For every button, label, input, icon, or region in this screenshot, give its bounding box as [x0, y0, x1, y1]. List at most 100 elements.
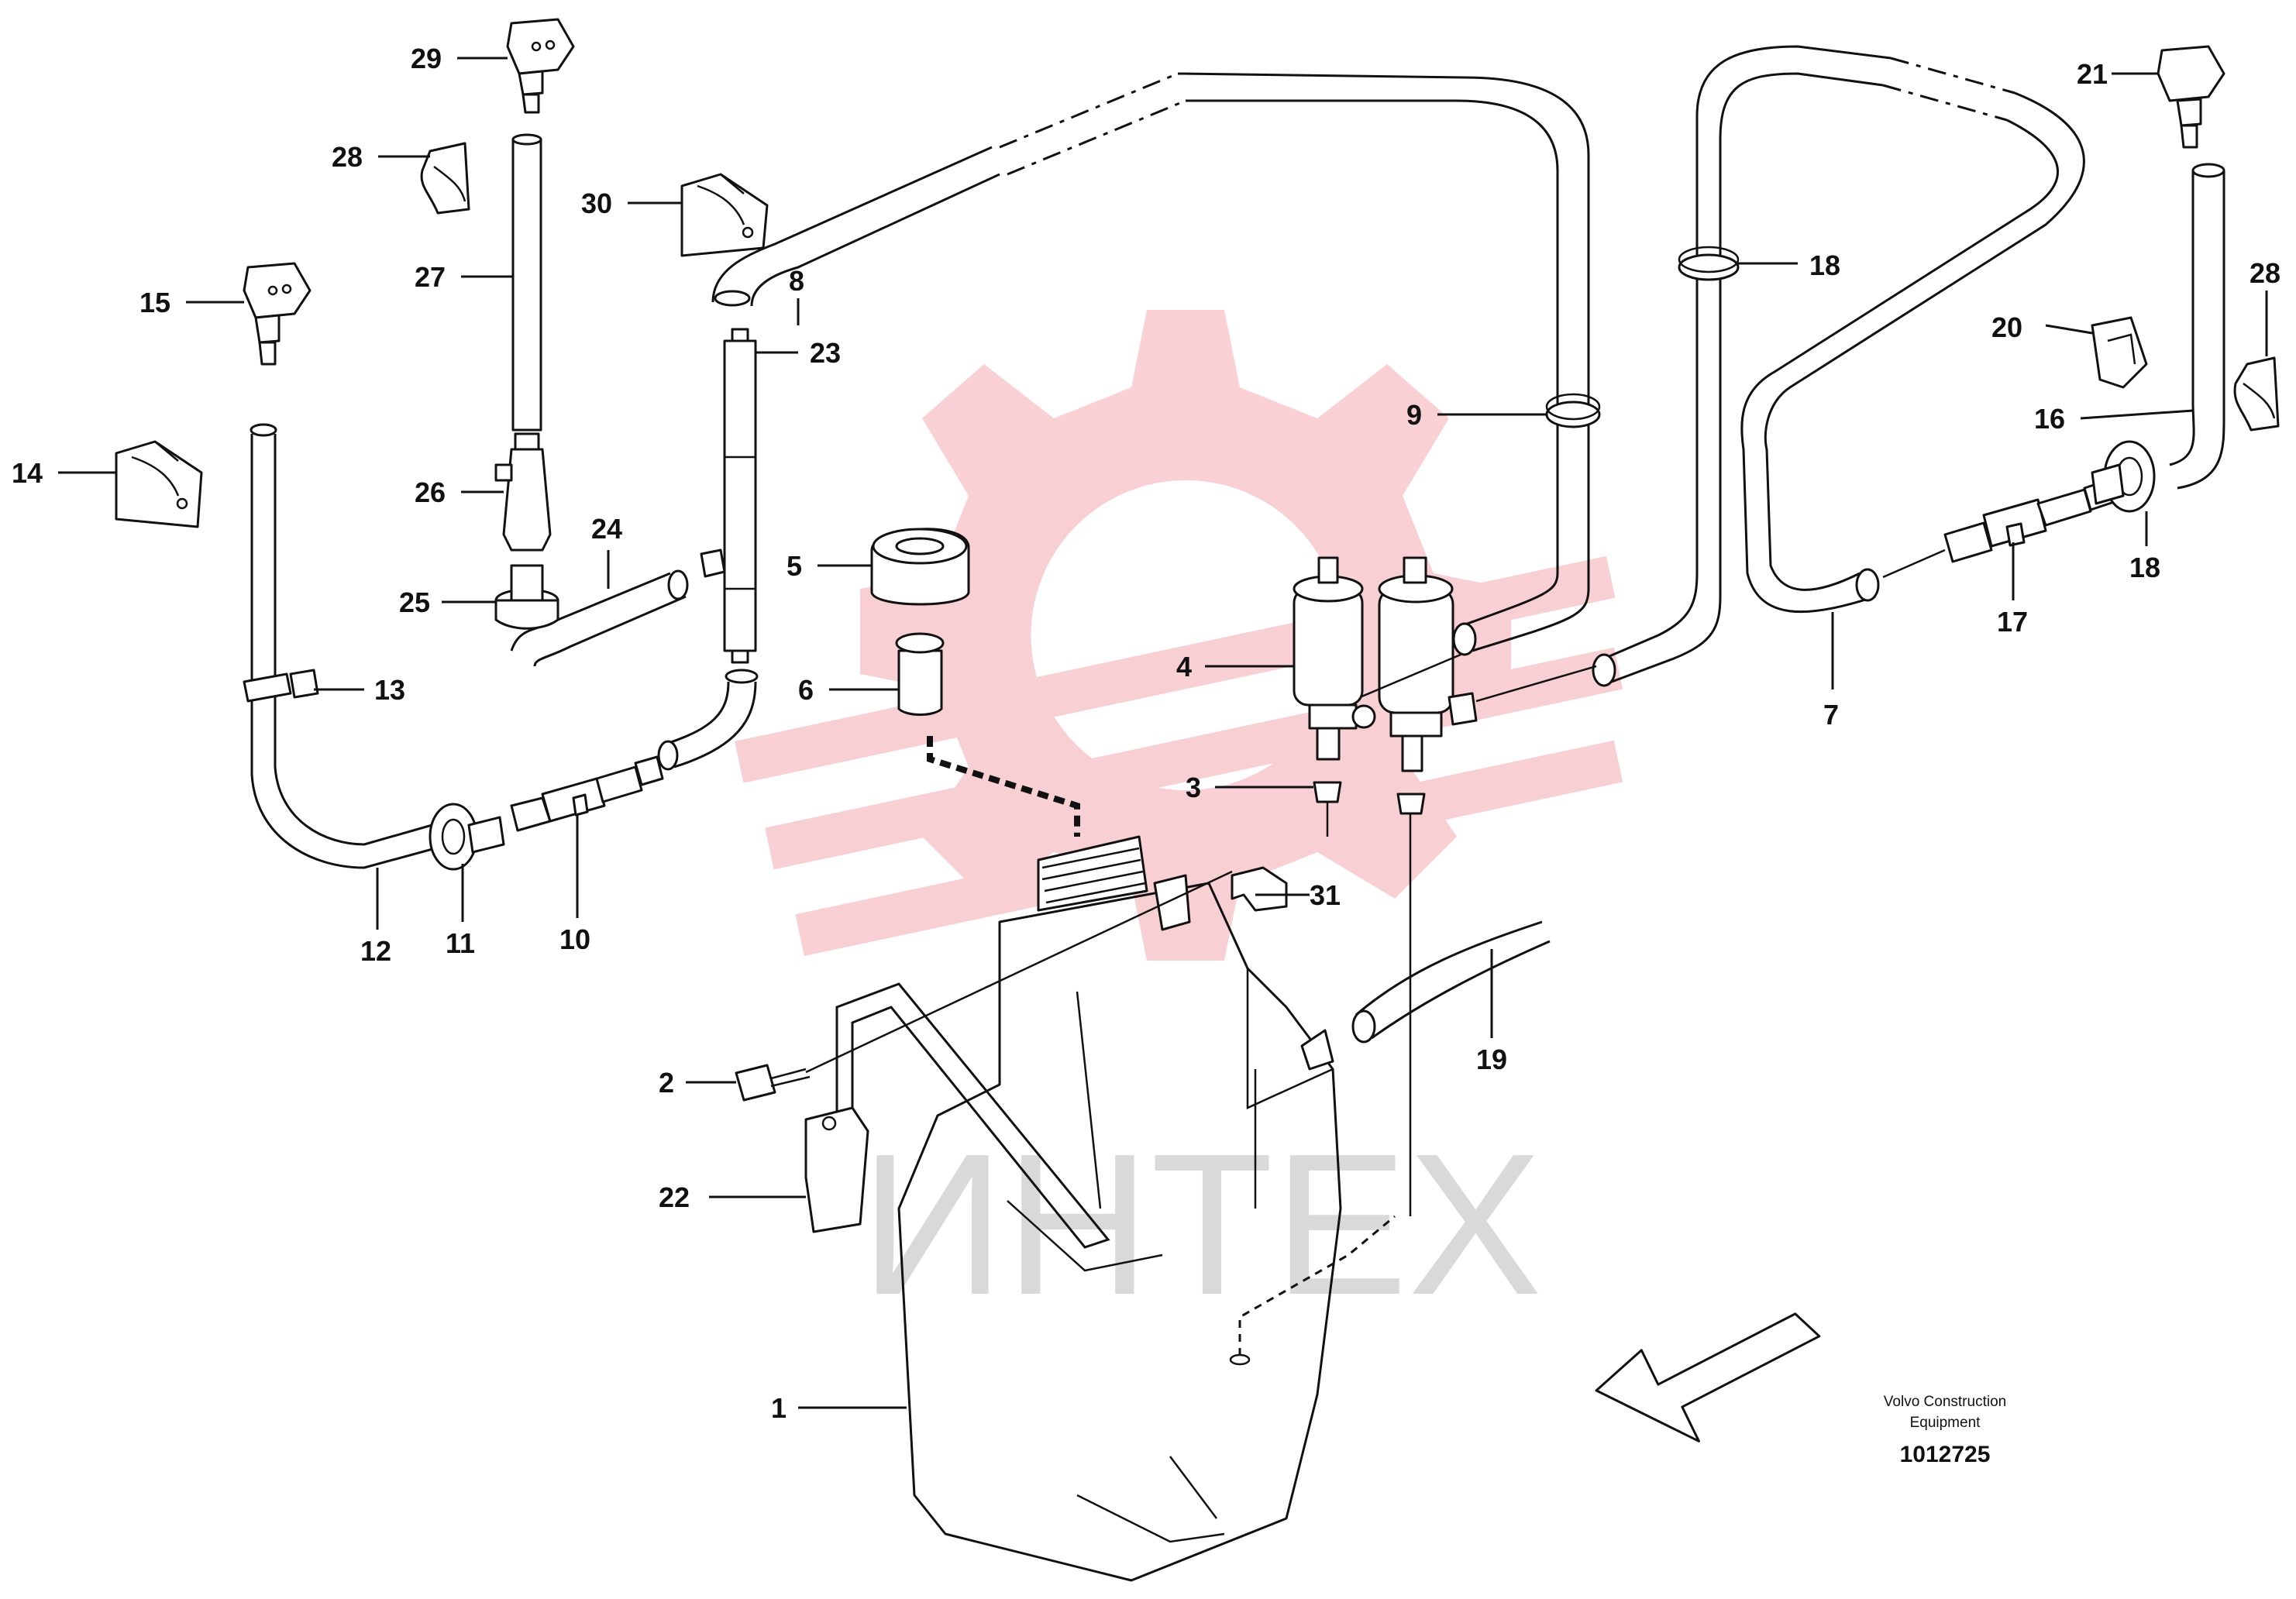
- svg-text:3: 3: [1186, 772, 1201, 803]
- callout-22: 22: [659, 1181, 806, 1213]
- svg-text:5: 5: [787, 550, 802, 582]
- svg-text:11: 11: [446, 927, 475, 959]
- connector-26: [494, 432, 552, 552]
- callout-31: 31: [1255, 879, 1341, 911]
- callout-21: 21: [2077, 58, 2158, 90]
- hose-27: [511, 133, 542, 432]
- callout-8: 8: [789, 265, 804, 325]
- svg-text:23: 23: [810, 337, 841, 369]
- svg-text:29: 29: [411, 43, 442, 74]
- callout-19: 19: [1476, 949, 1507, 1075]
- gear-logo-icon: [735, 310, 1623, 961]
- svg-text:20: 20: [1991, 311, 2022, 343]
- svg-text:13: 13: [374, 674, 405, 706]
- callout-10: 10: [559, 813, 590, 955]
- svg-text:10: 10: [559, 923, 590, 955]
- svg-text:1: 1: [771, 1392, 787, 1424]
- callout-20: 20: [1991, 311, 2093, 343]
- callout-18b: 18: [2129, 511, 2160, 583]
- callout-28b: 28: [2250, 257, 2281, 356]
- callout-4: 4: [1176, 651, 1294, 683]
- callout-15: 15: [139, 287, 244, 318]
- washer-tank: [804, 835, 1396, 1582]
- hose-short: [657, 669, 759, 771]
- callout-14: 14: [12, 457, 116, 489]
- svg-text:27: 27: [415, 261, 446, 293]
- svg-text:22: 22: [659, 1181, 690, 1213]
- svg-text:30: 30: [581, 187, 612, 219]
- callout-16: 16: [2034, 403, 2194, 435]
- hose-12: [243, 423, 450, 869]
- svg-text:12: 12: [360, 935, 391, 967]
- callout-28a: 28: [332, 141, 430, 173]
- grommet-3a: [1313, 781, 1342, 803]
- callout-23: 23: [756, 337, 841, 369]
- svg-text:7: 7: [1823, 699, 1839, 731]
- callout-3: 3: [1186, 772, 1313, 803]
- svg-text:8: 8: [789, 265, 804, 297]
- callout-17: 17: [1997, 542, 2028, 638]
- svg-text:26: 26: [415, 476, 446, 508]
- svg-text:18: 18: [2129, 552, 2160, 583]
- nozzle-15: [243, 262, 312, 366]
- bolt: [735, 870, 1233, 1102]
- elbow-25: [494, 564, 559, 630]
- callout-7: 7: [1823, 612, 1839, 731]
- callout-13: 13: [314, 674, 405, 706]
- strainer: [895, 632, 945, 716]
- pump-left: [1293, 556, 1376, 761]
- callout-18a: 18: [1736, 249, 1840, 281]
- hose-16: [2091, 163, 2225, 513]
- clip-30: [680, 173, 769, 257]
- callout-24: 24: [591, 513, 622, 589]
- callout-27: 27: [415, 261, 513, 293]
- watermark-text: ИНТЕХ: [860, 1112, 1542, 1337]
- callout-1: 1: [771, 1392, 907, 1424]
- svg-text:4: 4: [1176, 651, 1192, 683]
- callout-2: 2: [659, 1067, 736, 1099]
- clip-20: [2091, 316, 2148, 389]
- callout-5: 5: [787, 550, 872, 582]
- svg-text:17: 17: [1997, 606, 2028, 638]
- hose-8: [711, 72, 1601, 656]
- svg-text:24: 24: [591, 513, 622, 545]
- check-valve-17: [1943, 479, 2115, 563]
- callout-11: 11: [446, 864, 475, 959]
- footer-company-line1: Volvo Construction: [1884, 1394, 2006, 1410]
- svg-text:19: 19: [1476, 1044, 1507, 1075]
- svg-text:31: 31: [1310, 879, 1341, 911]
- clip-28-right: [2233, 356, 2280, 432]
- svg-text:28: 28: [332, 141, 363, 173]
- callout-25: 25: [399, 586, 496, 618]
- callout-12: 12: [360, 868, 391, 967]
- clip-14: [115, 440, 203, 528]
- hose-19: [1351, 920, 1551, 1044]
- footer-company-line2: Equipment: [1910, 1415, 1981, 1431]
- svg-text:9: 9: [1406, 399, 1422, 431]
- check-valve-10: [510, 755, 664, 832]
- drawing-number: 1012725: [1900, 1442, 1991, 1467]
- clip-31: [1231, 866, 1288, 912]
- svg-text:25: 25: [399, 586, 430, 618]
- grommet-3b: [1396, 793, 1426, 815]
- svg-text:28: 28: [2250, 257, 2281, 289]
- svg-text:6: 6: [798, 674, 814, 706]
- coupling-23: [714, 290, 757, 664]
- svg-text:2: 2: [659, 1067, 674, 1099]
- callout-26: 26: [415, 476, 504, 508]
- filler-cap: [870, 528, 970, 606]
- grommet-11: [429, 803, 505, 871]
- clip-28-left: [420, 142, 470, 215]
- svg-text:15: 15: [139, 287, 170, 318]
- svg-text:14: 14: [12, 457, 43, 489]
- nozzle-29: [506, 18, 575, 114]
- svg-text:16: 16: [2034, 403, 2065, 435]
- svg-text:18: 18: [1809, 249, 1840, 281]
- callout-29: 29: [411, 43, 508, 74]
- nozzle-21: [2157, 45, 2225, 149]
- callout-9: 9: [1406, 399, 1546, 431]
- direction-arrow-icon: [1595, 1312, 1821, 1443]
- svg-text:21: 21: [2077, 58, 2108, 90]
- callout-30: 30: [581, 187, 682, 219]
